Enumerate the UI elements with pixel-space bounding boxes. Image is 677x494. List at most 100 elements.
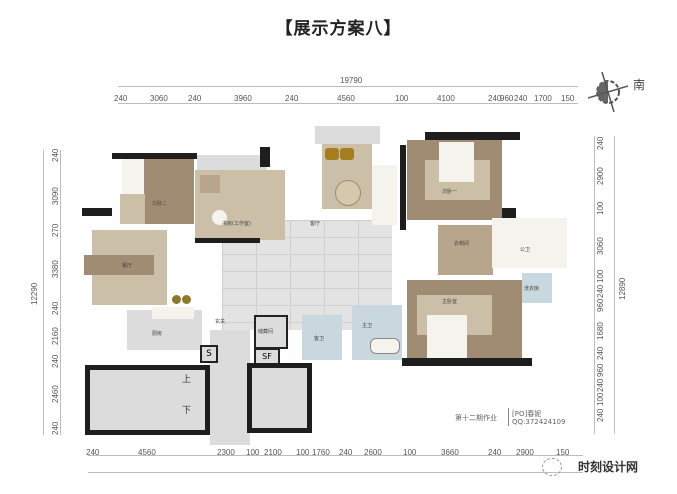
sofa — [372, 165, 397, 225]
credit-assignment: 第十二期作业 — [455, 414, 497, 422]
bottom-dim-line — [88, 455, 583, 456]
dim: 100 — [395, 94, 409, 103]
room-guest-bath — [302, 315, 342, 360]
left-total-dim: 12290 — [30, 282, 39, 305]
dim: 2100 — [264, 448, 282, 457]
room-label: 餐厅 — [122, 263, 133, 269]
dim: 960 — [500, 94, 514, 103]
balcony — [197, 155, 267, 170]
floor-area — [120, 194, 145, 224]
left-dim-line — [60, 150, 61, 435]
room-public-bath — [492, 218, 567, 268]
dim: 960 — [596, 363, 605, 377]
wall — [400, 145, 406, 230]
page-title: 【展示方案八】 — [275, 19, 402, 39]
room-label: 次卧二 — [152, 201, 168, 207]
right-total-dim-line — [614, 136, 615, 434]
armchair — [200, 175, 220, 193]
compass-icon — [587, 71, 629, 113]
bed — [439, 142, 474, 182]
ottoman — [325, 148, 339, 160]
room-label: 衣帽间 — [454, 241, 470, 247]
dim: 1760 — [312, 448, 330, 457]
dim: 240 — [188, 94, 202, 103]
room-laundry — [522, 273, 552, 303]
compass-south-label: 南 — [633, 78, 646, 92]
dim: 100 — [596, 392, 605, 406]
left-total-dim-line — [43, 150, 44, 435]
dim: 240 — [488, 94, 502, 103]
dim: 240 — [488, 448, 502, 457]
dim: 240 — [596, 378, 605, 392]
dim: 100 — [296, 448, 310, 457]
dim: 240 — [596, 408, 605, 422]
shaft — [260, 147, 270, 167]
round-table — [335, 180, 361, 206]
ottoman — [340, 148, 354, 160]
wall — [82, 208, 112, 216]
wall — [112, 153, 197, 159]
dim: 3060 — [596, 237, 605, 255]
watermark-logo-icon — [542, 458, 562, 476]
room-label: 客卫 — [314, 336, 325, 342]
chair — [212, 210, 227, 225]
dim: 100 — [403, 448, 417, 457]
dim: 3660 — [441, 448, 459, 457]
dim: 240 — [596, 284, 605, 298]
dim: 240 — [339, 448, 353, 457]
right-dim-line — [594, 136, 595, 434]
plant — [172, 295, 181, 304]
wall — [502, 208, 516, 220]
dim: 2460 — [51, 385, 60, 403]
dim: 3380 — [51, 260, 60, 278]
dim: 100 — [596, 269, 605, 283]
room-label: 玄关 — [215, 319, 226, 325]
dim: 270 — [51, 223, 60, 237]
dim: 2160 — [51, 327, 60, 345]
dim: 240 — [285, 94, 299, 103]
dim: 1680 — [596, 322, 605, 340]
room-label: 主卫 — [362, 323, 373, 329]
top-total-dim-line — [118, 86, 578, 87]
room-label: 主卧室 — [442, 299, 458, 305]
dim: 3960 — [234, 94, 252, 103]
dim: 240 — [114, 94, 128, 103]
wall — [425, 132, 520, 140]
dim: 960 — [596, 298, 605, 312]
top-total-dim: 19790 — [340, 76, 363, 85]
credit-qq: QQ:372424109 — [512, 418, 566, 426]
floor-plan: 次卧二 书房(工作室) 餐厅 客厅 次卧一 衣帽间 公卫 洗衣房 主卧室 主卫 … — [82, 120, 582, 445]
dim: 2900 — [596, 167, 605, 185]
stairwell — [85, 365, 210, 435]
right-total-dim: 12890 — [618, 277, 627, 300]
dim: 150 — [561, 94, 575, 103]
dim: 240 — [596, 136, 605, 150]
credit-author: [PO]春妮 — [512, 410, 542, 418]
room-label: 洗衣房 — [524, 286, 540, 292]
dim: 1700 — [534, 94, 552, 103]
dining-table — [84, 255, 154, 275]
shaft-s: S — [200, 345, 218, 363]
top-dim-line — [118, 103, 578, 104]
plant — [182, 295, 191, 304]
dim: 150 — [556, 448, 570, 457]
bed — [427, 315, 467, 360]
balcony — [315, 126, 380, 144]
dim: 4100 — [437, 94, 455, 103]
bathtub — [370, 338, 400, 354]
watermark-text: 时刻设计网 — [578, 460, 639, 474]
wall — [195, 238, 260, 243]
room-label: 客厅 — [310, 221, 321, 227]
stair-down-label: 下 — [182, 406, 192, 416]
dim: 240 — [51, 421, 60, 435]
dim: 240 — [596, 346, 605, 360]
room-label: 储藏间 — [258, 329, 274, 335]
dim: 240 — [51, 148, 60, 162]
dim: 3060 — [150, 94, 168, 103]
dim: 4560 — [138, 448, 156, 457]
bottom-total-dim-line — [88, 472, 583, 473]
dim: 240 — [51, 301, 60, 315]
room-label: 次卧一 — [442, 189, 458, 195]
dim: 2300 — [217, 448, 235, 457]
stair-up-label: 上 — [182, 375, 192, 385]
